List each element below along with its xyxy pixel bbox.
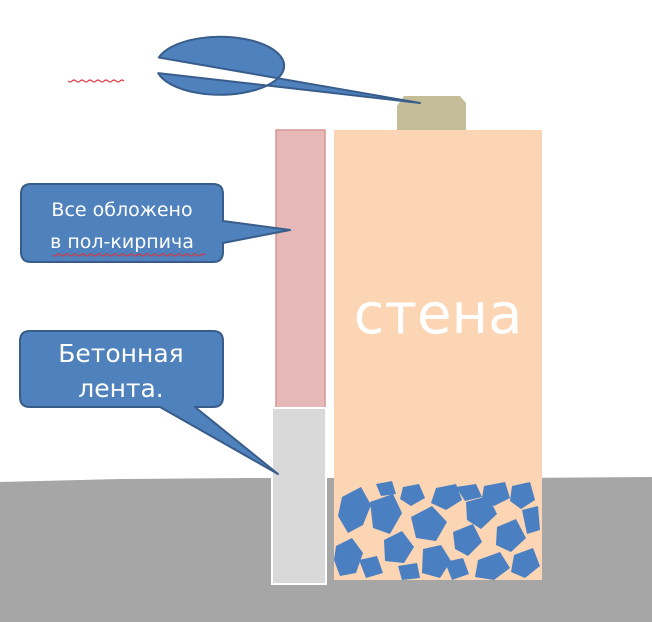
spellcheck-underline — [67, 79, 125, 83]
callout-brick-line2: в пол-кирпича — [50, 231, 194, 253]
callout-brick-line1: Все обложено — [51, 199, 192, 221]
wall-label: стена — [354, 282, 523, 347]
brick-facing — [275, 129, 326, 409]
callout-board-line2: бревно — [69, 64, 125, 82]
board-log — [397, 96, 466, 130]
callout-board: Доска- бревно — [67, 35, 421, 104]
callout-concrete: Бетонная лента. — [19, 330, 279, 475]
rubble-stones — [334, 481, 540, 580]
concrete-strip — [271, 407, 327, 585]
callout-concrete-shape — [19, 330, 279, 475]
spellcheck-underline — [52, 253, 206, 257]
callout-board-shape — [157, 35, 421, 104]
callout-concrete-line2: лента. — [78, 374, 164, 403]
callout-brick-shape — [20, 183, 291, 263]
callout-brick: Все обложено в пол-кирпича — [20, 183, 291, 263]
callout-concrete-line1: Бетонная — [58, 339, 183, 368]
callout-board-line1: Доска- — [71, 39, 124, 57]
